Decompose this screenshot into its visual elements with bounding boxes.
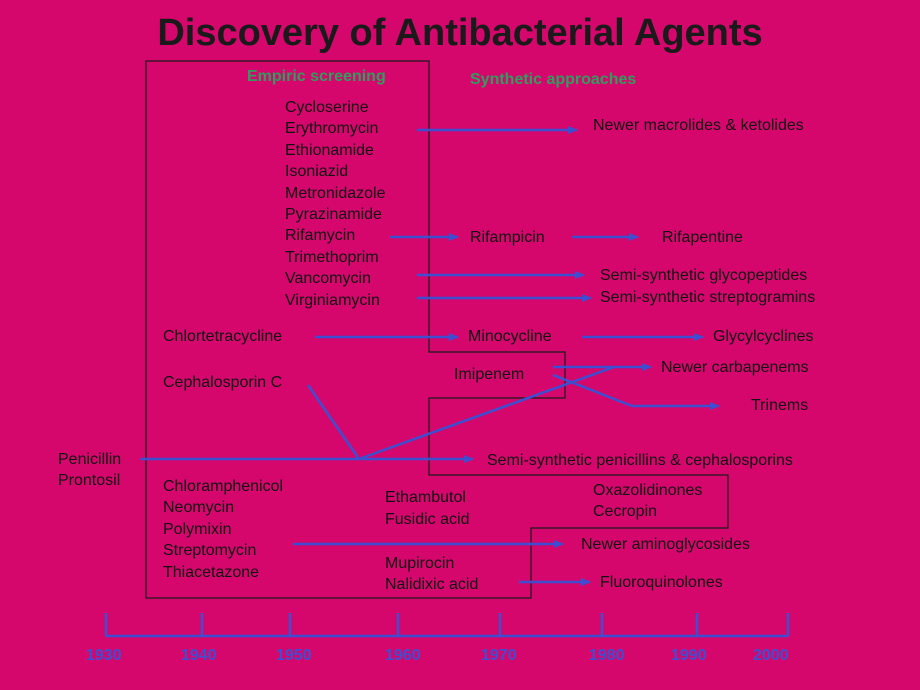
era-boundary [145, 60, 729, 599]
header-empiric-screening: Empiric screening [247, 68, 386, 85]
agent-prontosil: Prontosil [58, 472, 121, 489]
agent-cecropin: Cecropin [593, 503, 658, 520]
agent-vancomycin: Vancomycin [285, 270, 371, 288]
line-imipenem-trinems [552, 373, 633, 408]
year-label-1990: 1990 [671, 647, 707, 664]
agent-rifampicin: Rifampicin [470, 229, 545, 246]
agent-minocycline: Minocycline [468, 328, 552, 345]
agent-rifamycin: Rifamycin [285, 227, 356, 245]
agent-pyrazinamide: Pyrazinamide [285, 206, 382, 224]
agent-chloramphenicol: Chloramphenicol [163, 478, 284, 495]
agent-nalidixic-acid: Nalidixic acid [385, 576, 479, 593]
agent-ethionamide: Ethionamide [285, 141, 374, 159]
agent-newer-carbapenems: Newer carbapenems [661, 359, 809, 376]
empiric-agent-list: Cycloserine Erythromycin Ethionamide Iso… [285, 97, 386, 311]
agent-trinems: Trinems [751, 397, 809, 414]
year-label-1950: 1950 [276, 647, 312, 664]
agent-newer-aminoglycosides: Newer aminoglycosides [581, 536, 750, 553]
year-label-1960: 1960 [385, 647, 421, 664]
agent-semi-synthetic-streptogramins: Semi-synthetic streptogramins [600, 289, 816, 306]
agent-metronidazole: Metronidazole [285, 184, 386, 202]
page-title: Discovery of Antibacterial Agents [157, 12, 763, 54]
agent-semi-synthetic-glycopeptides: Semi-synthetic glycopeptides [600, 267, 808, 284]
agent-newer-macrolides: Newer macrolides & ketolides [593, 117, 804, 134]
agent-penicillin: Penicillin [58, 451, 122, 468]
agent-neomycin: Neomycin [163, 499, 235, 517]
agent-imipenem: Imipenem [454, 366, 525, 383]
agent-fluoroquinolones: Fluoroquinolones [600, 574, 723, 591]
agent-trimethoprim: Trimethoprim [285, 248, 379, 266]
agent-rifapentine: Rifapentine [662, 229, 743, 246]
agent-semi-synthetic-penicillins: Semi-synthetic penicillins & cephalospor… [487, 452, 793, 469]
empiric-agent-list-lower: Chloramphenicol Neomycin Polymixin Strep… [163, 476, 283, 583]
agent-cycloserine: Cycloserine [285, 99, 369, 116]
year-label-2000: 2000 [753, 647, 789, 664]
line-cephalosporin-junction [306, 384, 361, 460]
header-synthetic-approaches: Synthetic approaches [470, 71, 637, 88]
agent-fusidic-acid: Fusidic acid [385, 511, 470, 528]
agent-virginiamycin: Virginiamycin [285, 291, 380, 309]
year-label-1980: 1980 [589, 647, 625, 664]
agent-thiacetazone: Thiacetazone [163, 563, 260, 581]
year-label-1940: 1940 [181, 647, 217, 664]
year-label-1930: 1930 [86, 647, 122, 664]
agent-erythromycin: Erythromycin [285, 120, 379, 138]
agent-glycylcyclines: Glycylcyclines [713, 328, 814, 345]
agent-ethambutol: Ethambutol [385, 489, 466, 506]
agent-cephalosporin-c: Cephalosporin C [163, 374, 283, 391]
agent-isoniazid: Isoniazid [285, 163, 349, 181]
agent-mupirocin: Mupirocin [385, 555, 455, 572]
agent-chlortetracycline: Chlortetracycline [163, 328, 283, 345]
agent-oxazolidinones: Oxazolidinones [593, 482, 703, 499]
year-label-1970: 1970 [481, 647, 517, 664]
agent-polymixin: Polymixin [163, 520, 232, 538]
timeline-axis [104, 613, 790, 638]
agent-streptomycin: Streptomycin [163, 542, 257, 560]
